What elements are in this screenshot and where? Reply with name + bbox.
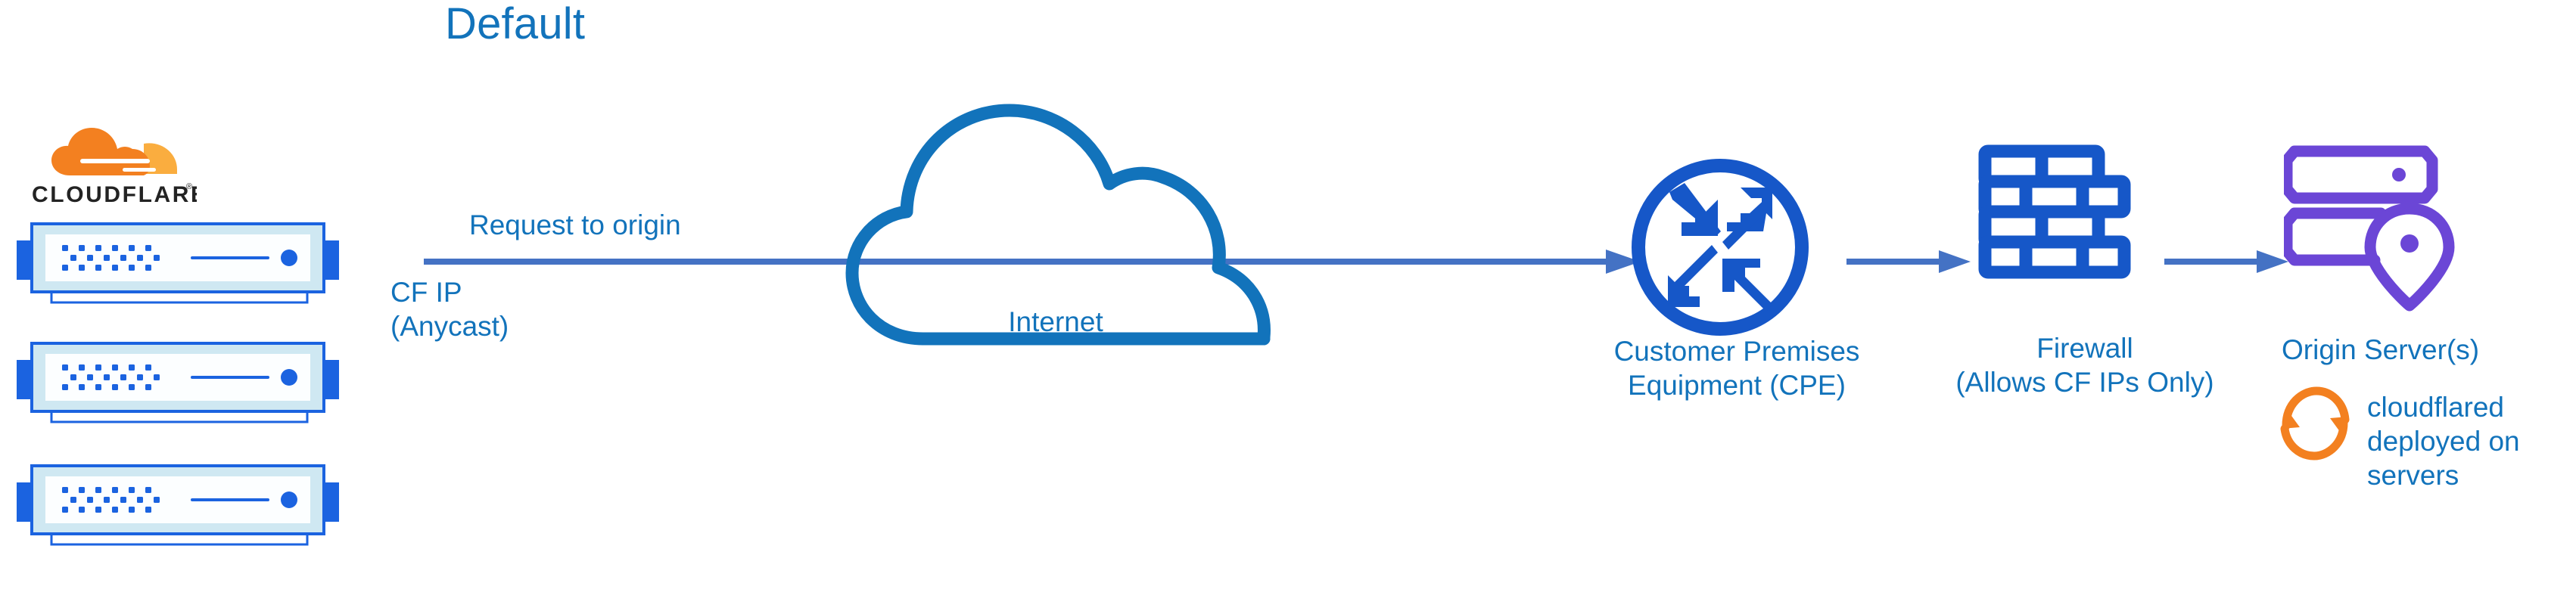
cloudflare-wordmark: CLOUDFLARE xyxy=(32,182,197,207)
cf-ip-anycast-label: CF IP (Anycast) xyxy=(390,277,509,343)
edge-server-1 xyxy=(15,219,341,310)
router-icon xyxy=(1626,153,1815,342)
arrow-firewall-to-origin xyxy=(2164,245,2289,278)
arrow-cpe-to-firewall xyxy=(1846,245,1971,278)
svg-text:®: ® xyxy=(186,182,192,191)
internet-label: Internet xyxy=(1008,306,1103,337)
firewall-label: Firewall (Allows CF IPs Only) xyxy=(1955,333,2214,398)
internet-cloud-icon xyxy=(825,98,1294,348)
cloudflared-annotation-label: cloudflared deployed on servers xyxy=(2367,392,2520,492)
origin-server-label: Origin Server(s) xyxy=(2282,334,2480,365)
page-title: Default xyxy=(445,0,586,48)
request-to-origin-label: Request to origin xyxy=(469,209,681,240)
arrow-request-to-origin xyxy=(424,243,1642,280)
brick-wall-icon xyxy=(1975,144,2134,302)
edge-server-2 xyxy=(15,339,341,429)
edge-server-3 xyxy=(15,461,341,552)
server-stack-pin-icon xyxy=(2284,142,2466,316)
sync-refresh-icon xyxy=(2273,380,2357,465)
cloudflare-logo: CLOUDFLARE ® xyxy=(30,113,197,208)
cpe-label: Customer Premises Equipment (CPE) xyxy=(1613,336,1860,402)
